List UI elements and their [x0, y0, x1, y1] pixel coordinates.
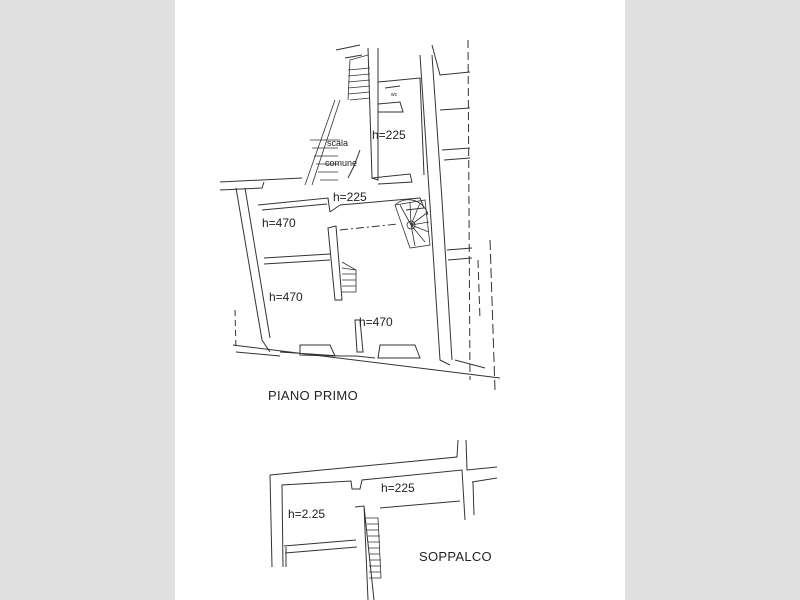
mezzanine-title: SOPPALCO	[419, 549, 492, 564]
mezzanine-right-height: h=225	[381, 481, 415, 495]
main-room-height: h=470	[359, 315, 393, 329]
wc-label: wc	[391, 92, 398, 98]
upper-left-room-height: h=470	[262, 216, 296, 230]
first-floor-walls	[219, 39, 501, 391]
lower-left-room-height: h=470	[269, 290, 303, 304]
spiral-staircase	[394, 199, 431, 249]
corridor-height: h=225	[333, 190, 367, 204]
common-staircase	[304, 54, 371, 186]
first-floor-title: PIANO PRIMO	[268, 388, 358, 403]
wc-room-height: h=225	[372, 128, 406, 142]
mezzanine-staircase	[366, 517, 382, 579]
scala-label: scala	[327, 138, 349, 148]
mezzanine-left-height: h=2.25	[288, 507, 326, 521]
interior-staircase	[341, 261, 357, 293]
drawing-sheet	[175, 0, 625, 600]
mezzanine-walls	[269, 439, 498, 600]
comune-label: comune	[325, 158, 358, 168]
